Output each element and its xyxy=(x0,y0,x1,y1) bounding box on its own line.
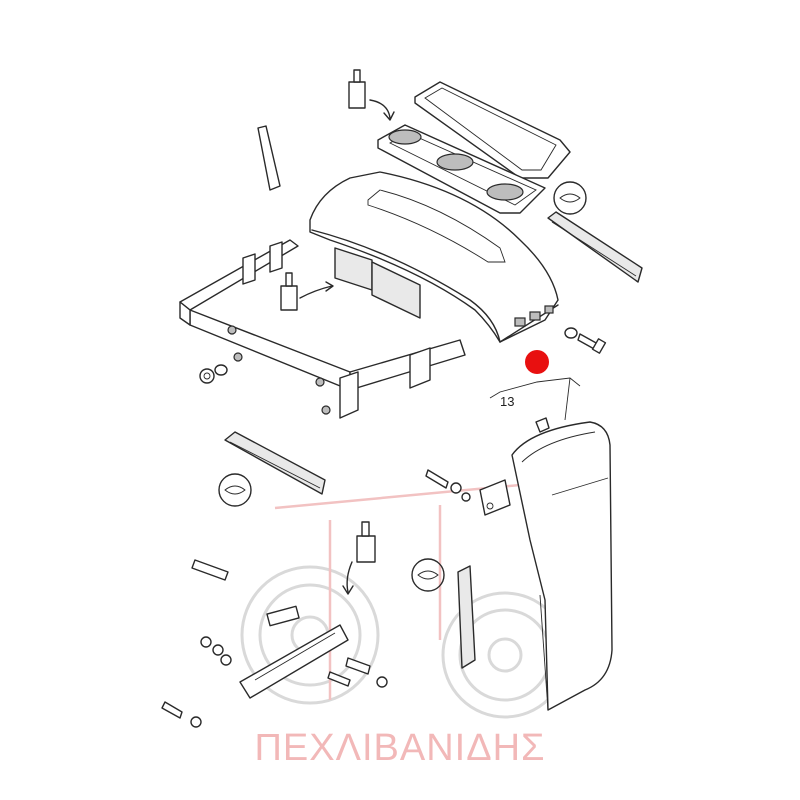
watermark-text: ΠΕΧΛΙΒΑΝΙΔΗΣ xyxy=(254,727,545,769)
glue-bottle-icon-2 xyxy=(280,272,334,311)
glue-bottle-icon-3 xyxy=(342,521,376,595)
roof-vent-panel xyxy=(377,81,571,214)
seal-symbol-icon xyxy=(559,193,581,203)
glue-bottle-icon xyxy=(348,69,395,121)
seal-strip-left xyxy=(218,431,326,507)
seal-strip-vertical xyxy=(411,558,476,669)
roof-frame xyxy=(179,239,466,419)
lower-bracket xyxy=(161,559,388,728)
inner-curtain xyxy=(334,247,421,319)
callout-number: 13 xyxy=(500,394,514,409)
position-marker xyxy=(525,350,549,374)
callout-13: 13 xyxy=(489,377,581,433)
roof-shell xyxy=(309,171,559,343)
side-cover-panel xyxy=(511,421,613,711)
nut-washer xyxy=(199,364,228,384)
watermark-logo xyxy=(240,483,569,719)
bracket-mid xyxy=(425,469,511,516)
bolt-washer-right xyxy=(564,327,607,354)
seal-strip-upper xyxy=(547,181,643,283)
wedge-piece xyxy=(257,125,281,191)
